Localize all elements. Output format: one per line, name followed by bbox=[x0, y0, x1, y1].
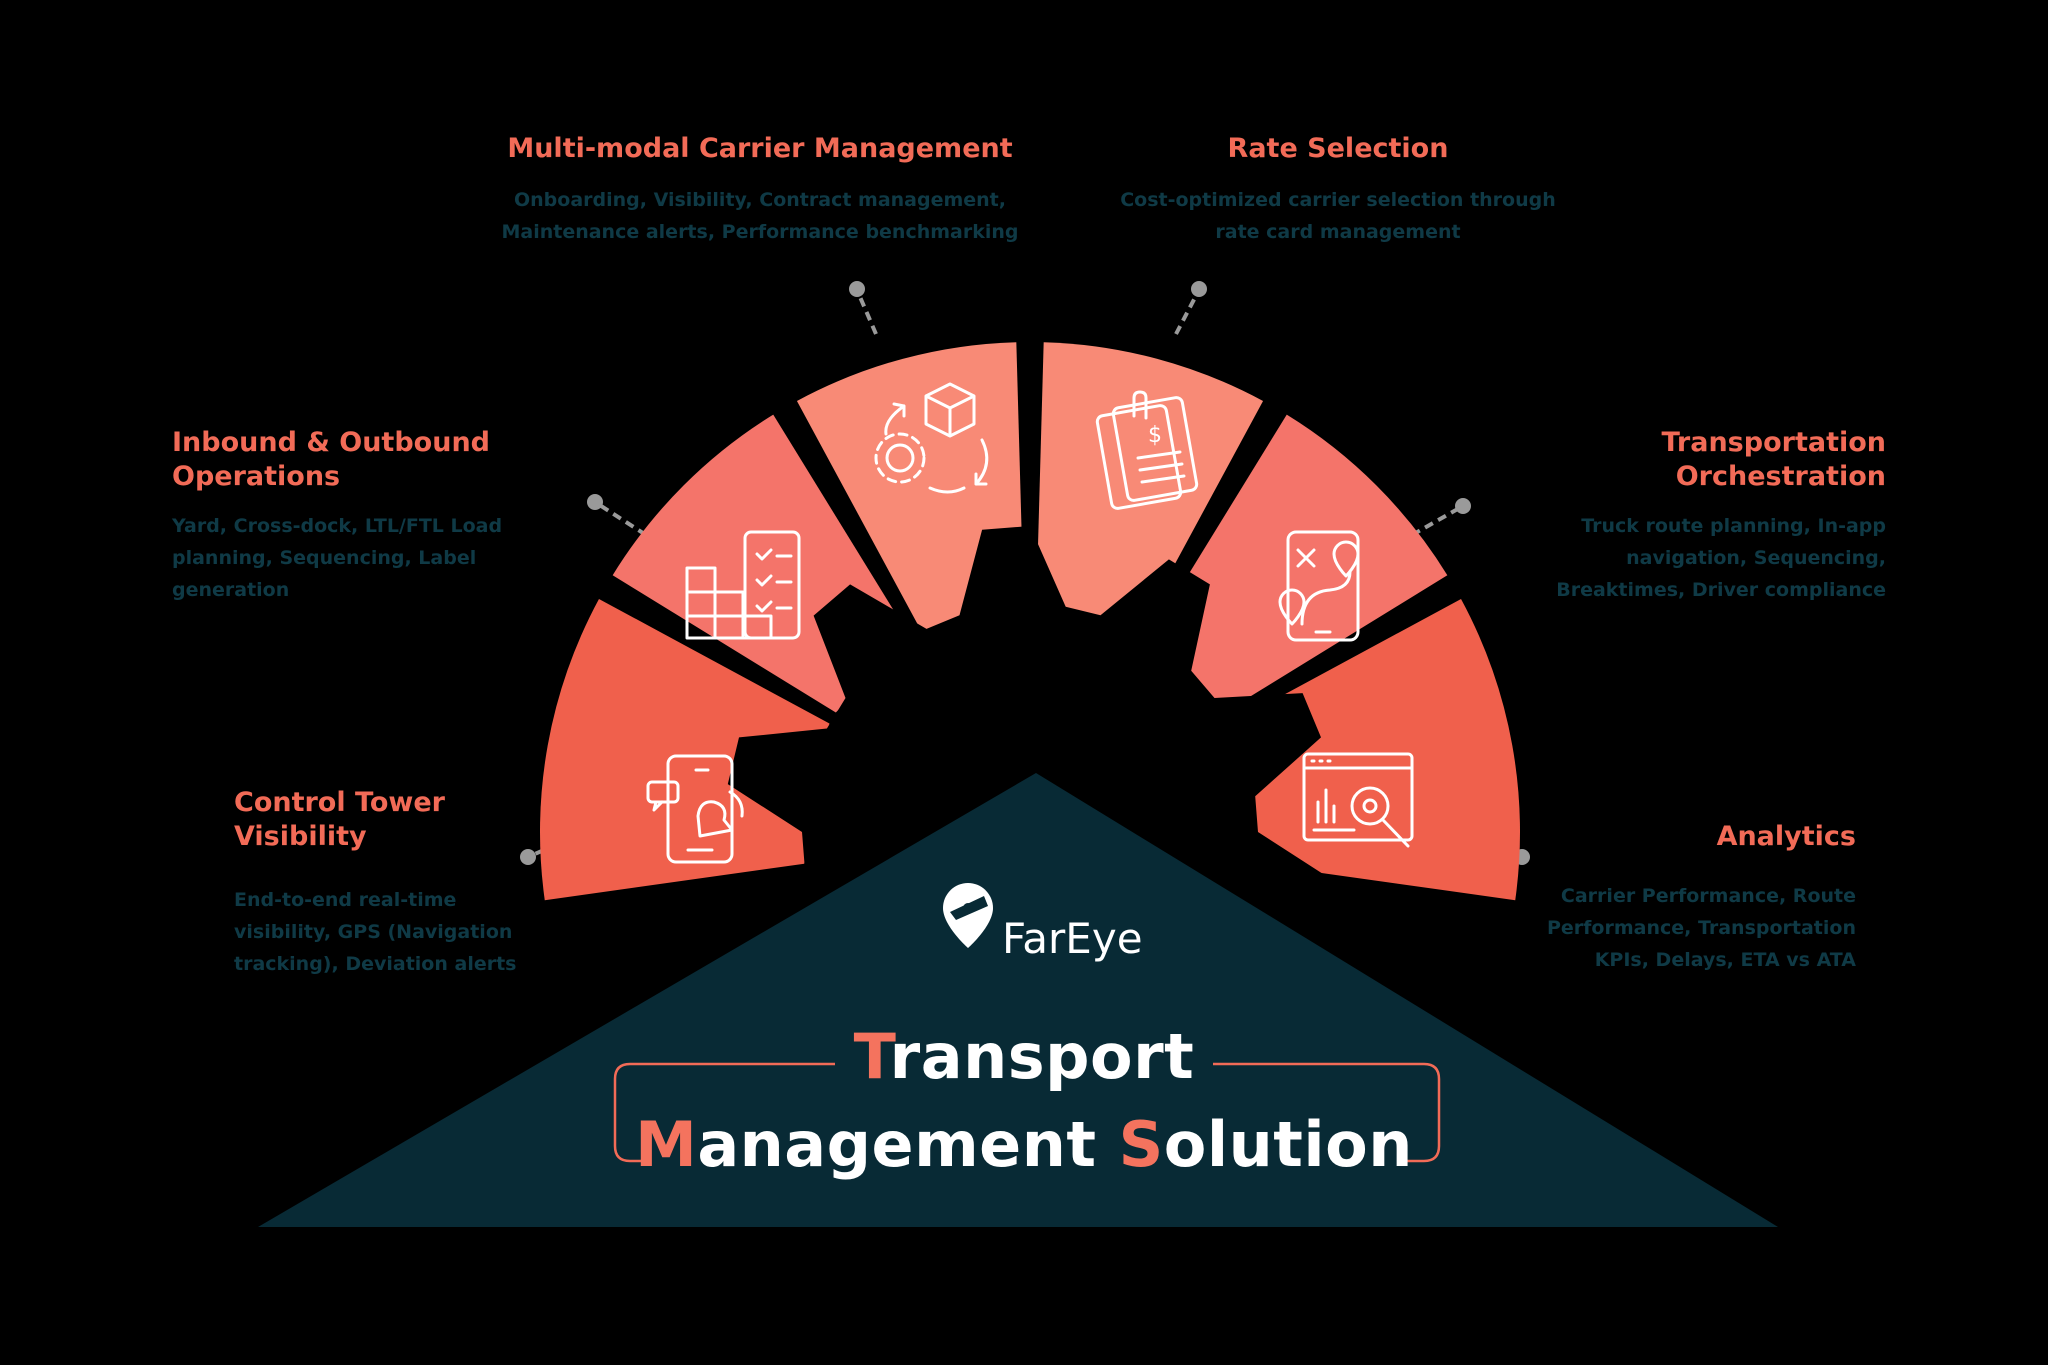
section-title: Inbound & Outbound Operations bbox=[172, 427, 490, 492]
route-map-icon bbox=[1278, 530, 1360, 642]
brand-name: FarEye bbox=[1002, 914, 1143, 963]
svg-text:$: $ bbox=[1148, 423, 1162, 448]
phone-alert-icon bbox=[646, 754, 744, 864]
section-orchestration: Transportation Orchestration Truck route… bbox=[1486, 426, 1886, 606]
connector-dot-rate bbox=[1191, 281, 1207, 297]
section-desc: Yard, Cross-dock, LTL/FTL Load planning,… bbox=[172, 515, 503, 601]
invoice-dollar-icon: $ bbox=[1095, 390, 1199, 510]
section-rate: Rate Selection Cost-optimized carrier se… bbox=[1088, 132, 1588, 248]
connector-dot-control bbox=[520, 849, 536, 865]
warehouse-checklist-icon bbox=[685, 530, 801, 640]
section-title: Multi-modal Carrier Management bbox=[507, 133, 1013, 164]
segment-rate bbox=[1036, 342, 1264, 632]
section-title: Transportation Orchestration bbox=[1661, 427, 1886, 492]
section-analytics: Analytics Carrier Performance, Route Per… bbox=[1456, 820, 1856, 976]
section-desc: Carrier Performance, Route Performance, … bbox=[1546, 885, 1856, 971]
connector-inbound bbox=[593, 500, 648, 537]
connector-rate bbox=[1174, 289, 1201, 335]
fareye-logo: FarEye bbox=[943, 883, 1143, 963]
analytics-dashboard-icon bbox=[1302, 752, 1414, 848]
connector-carrier bbox=[855, 289, 878, 335]
title-line-1: Transport bbox=[853, 1020, 1195, 1093]
box-gear-cycle-icon bbox=[874, 382, 989, 494]
segment-carrier bbox=[796, 342, 1024, 632]
section-title: Control Tower Visibility bbox=[234, 787, 445, 852]
section-desc: Onboarding, Visibility, Contract managem… bbox=[501, 189, 1019, 243]
connector-orchestration bbox=[1411, 504, 1464, 537]
section-desc: Truck route planning, In-app navigation,… bbox=[1556, 515, 1886, 601]
title-bracket bbox=[613, 1062, 1441, 1163]
section-title: Rate Selection bbox=[1227, 133, 1449, 164]
connector-dot-inbound bbox=[587, 494, 603, 510]
segment-inbound bbox=[612, 414, 911, 713]
title-line-2: Management Solution bbox=[635, 1108, 1413, 1181]
segment-control bbox=[540, 598, 830, 901]
connector-dot-orchestration bbox=[1455, 498, 1471, 514]
connector-dot-carrier bbox=[849, 281, 865, 297]
section-title: Analytics bbox=[1716, 821, 1856, 852]
section-inbound: Inbound & Outbound Operations Yard, Cros… bbox=[172, 426, 572, 606]
section-desc: Cost-optimized carrier selection through… bbox=[1120, 189, 1556, 243]
center-triangle bbox=[258, 773, 1778, 1227]
section-control: Control Tower Visibility End-to-end real… bbox=[234, 786, 594, 980]
section-desc: End-to-end real-time visibility, GPS (Na… bbox=[234, 889, 517, 975]
section-carrier: Multi-modal Carrier Management Onboardin… bbox=[470, 132, 1050, 248]
